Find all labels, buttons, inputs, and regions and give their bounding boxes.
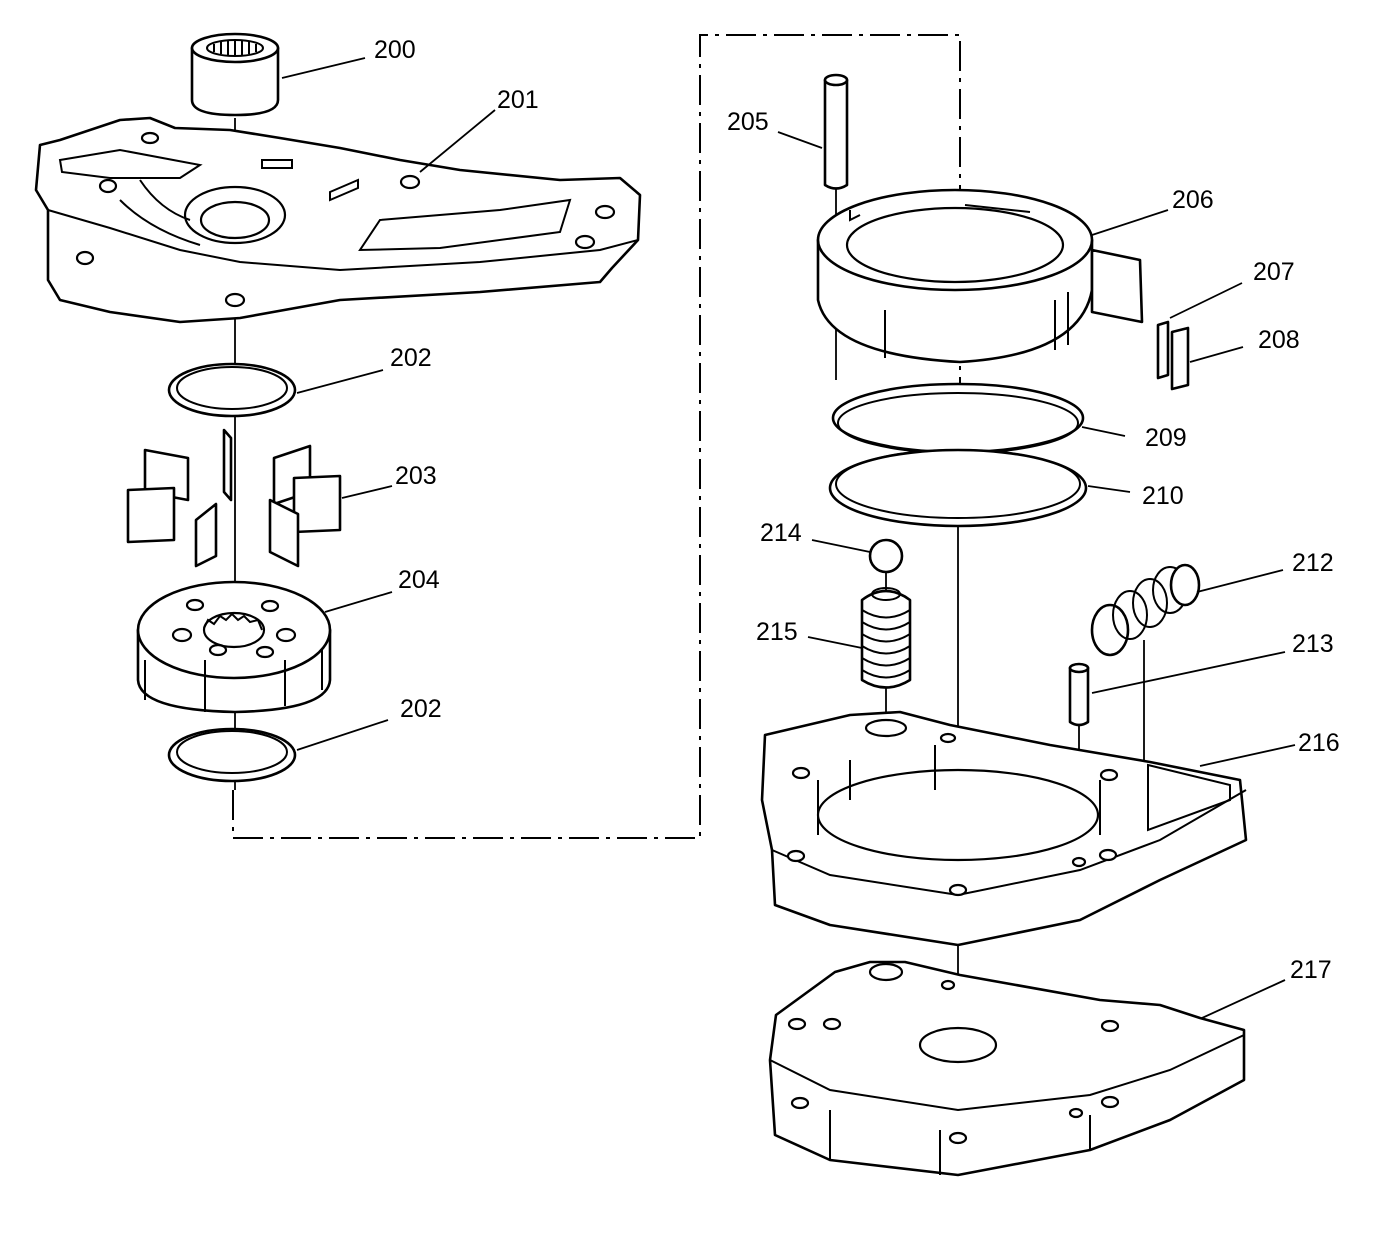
part-213-pin [1068, 662, 1090, 727]
callout-201: 201 [497, 86, 539, 114]
callout-212: 212 [1292, 549, 1334, 577]
callout-215: 215 [756, 618, 798, 646]
part-205-pin [823, 73, 849, 190]
callout-217: 217 [1290, 956, 1332, 984]
connection-line [232, 34, 961, 839]
callout-202-lower: 202 [400, 695, 442, 723]
part-210-ring [828, 448, 1088, 528]
part-200-bearing [190, 32, 280, 117]
callout-205: 205 [727, 108, 769, 136]
part-216-pump-body [760, 710, 1248, 947]
leader-lines [281, 57, 1296, 1019]
callout-208: 208 [1258, 326, 1300, 354]
part-202-ring-lower [167, 727, 297, 783]
callout-210: 210 [1142, 482, 1184, 510]
callout-203: 203 [395, 462, 437, 490]
part-207-seal [1156, 320, 1170, 380]
callout-207: 207 [1253, 258, 1295, 286]
callout-209: 209 [1145, 424, 1187, 452]
part-208-seal [1170, 326, 1190, 391]
part-202-ring-upper [167, 362, 297, 418]
part-201-pump-cover [34, 116, 642, 324]
part-209-ring [831, 382, 1085, 454]
callout-204: 204 [398, 566, 440, 594]
part-217-cover-plate [768, 960, 1246, 1177]
part-215-valve [860, 587, 912, 689]
callout-216: 216 [1298, 729, 1340, 757]
part-204-rotor [136, 580, 332, 714]
callout-200: 200 [374, 36, 416, 64]
callout-202-upper: 202 [390, 344, 432, 372]
part-212-spring [1090, 563, 1201, 657]
callout-206: 206 [1172, 186, 1214, 214]
callout-labels: 200 201 202 203 204 202 205 206 207 208 … [374, 36, 1340, 984]
part-214-ball [868, 538, 904, 574]
part-206-slide [816, 188, 1144, 364]
callout-214: 214 [760, 519, 802, 547]
part-203-vanes [126, 428, 342, 568]
callout-213: 213 [1292, 630, 1334, 658]
